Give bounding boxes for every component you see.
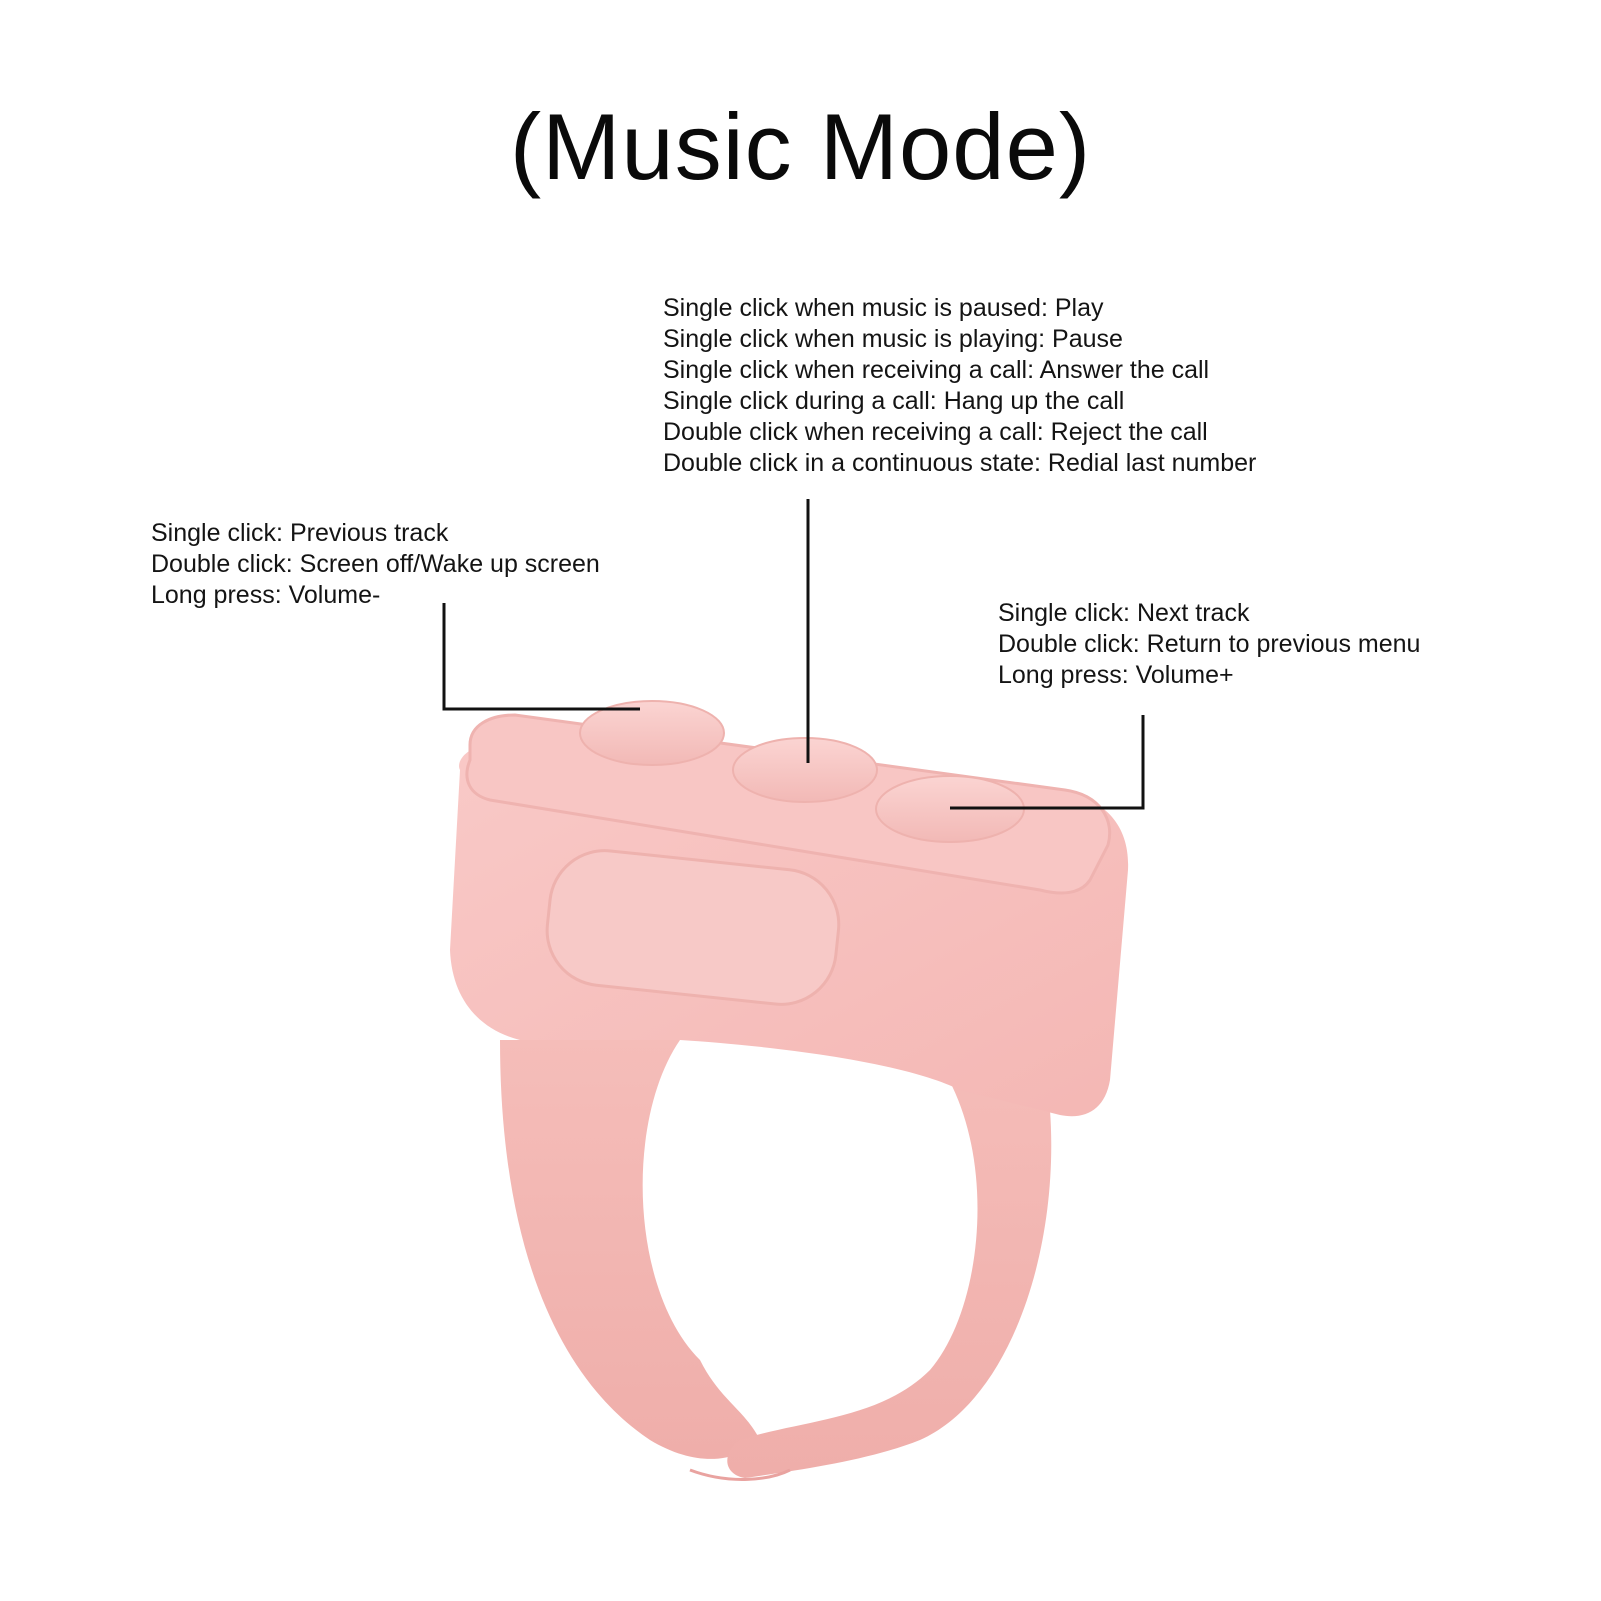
- right-button-description: Single click: Next track Double click: R…: [998, 598, 1420, 691]
- page-title: (Music Mode): [509, 94, 1092, 199]
- center-line: Single click when music is paused: Play: [663, 294, 1104, 322]
- right-line: Double click: Return to previous menu: [998, 630, 1421, 658]
- center-line: Double click in a continuous state: Redi…: [663, 449, 1257, 477]
- right-line: Long press: Volume+: [998, 661, 1234, 689]
- left-line: Double click: Screen off/Wake up screen: [151, 550, 600, 578]
- center-line: Single click when music is playing: Paus…: [663, 325, 1123, 353]
- leader-lines: [442, 499, 1145, 810]
- center-button-description: Single click when music is paused: Play …: [663, 293, 1256, 479]
- center-line: Single click during a call: Hang up the …: [663, 387, 1125, 415]
- center-line: Single click when receiving a call: Answ…: [663, 356, 1210, 384]
- center-button: [732, 737, 878, 803]
- left-line: Single click: Previous track: [151, 519, 449, 547]
- left-leader-line: [442, 603, 640, 711]
- right-line: Single click: Next track: [998, 599, 1250, 627]
- right-leader-line: [950, 715, 1145, 810]
- left-button: [579, 700, 725, 766]
- ring-band: [500, 1040, 1052, 1481]
- left-line: Long press: Volume-: [151, 581, 381, 609]
- left-button-description: Single click: Previous track Double clic…: [151, 518, 600, 611]
- center-line: Double click when receiving a call: Reje…: [663, 418, 1208, 446]
